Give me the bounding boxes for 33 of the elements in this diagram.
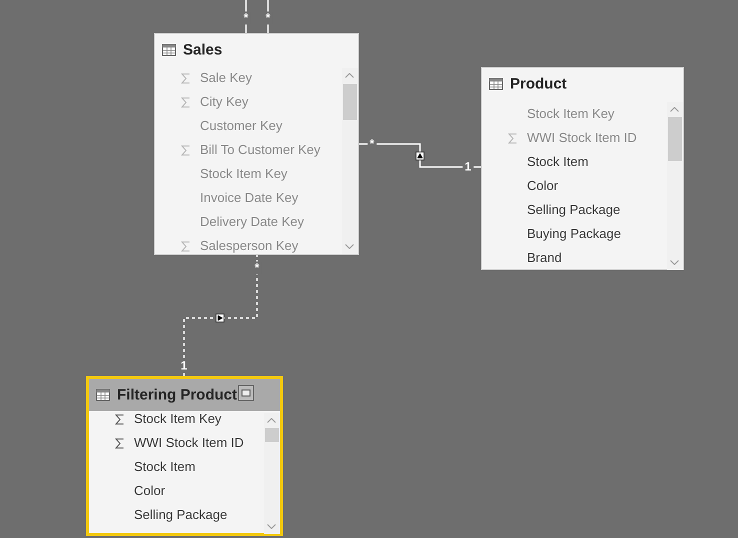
field-name: Brand (527, 250, 562, 265)
cardinality-label: 1 (178, 360, 190, 372)
table-card (86, 376, 283, 536)
table-card (154, 33, 359, 255)
field-name: City Key (200, 94, 248, 109)
field-name: Selling Package (134, 507, 228, 522)
field-name: Sale Key (200, 70, 252, 85)
field-name: Bill To Customer Key (200, 142, 320, 157)
field-name: WWI Stock Item ID (527, 130, 637, 145)
field-name: WWI Stock Item ID (134, 435, 244, 450)
table-title: Product (510, 76, 567, 92)
field-name: Salesperson Key (200, 238, 298, 253)
cardinality-label: * (252, 262, 262, 274)
cardinality-label: * (264, 12, 272, 24)
field-name: Color (527, 178, 558, 193)
field-name: Buying Package (527, 226, 621, 241)
field-name: Stock Item (527, 154, 588, 169)
field-name: Selling Package (527, 202, 620, 217)
field-name: Stock Item Key (527, 106, 614, 121)
field-name: Stock Item (134, 459, 196, 474)
cardinality-label: 1 (462, 160, 474, 174)
field-name: Customer Key (200, 118, 282, 133)
field-name: Stock Item Key (200, 166, 288, 181)
field-name: Color (134, 483, 166, 498)
table-title: Filtering Product (117, 386, 237, 404)
table-title: Sales (183, 42, 222, 58)
field-name: Invoice Date Key (200, 190, 298, 205)
relationship-line (359, 143, 481, 168)
cardinality-label: * (242, 12, 250, 24)
relationship-line (183, 255, 258, 376)
field-name: Delivery Date Key (200, 214, 304, 229)
table-card (481, 67, 684, 270)
field-name: Stock Item Key (134, 411, 222, 426)
